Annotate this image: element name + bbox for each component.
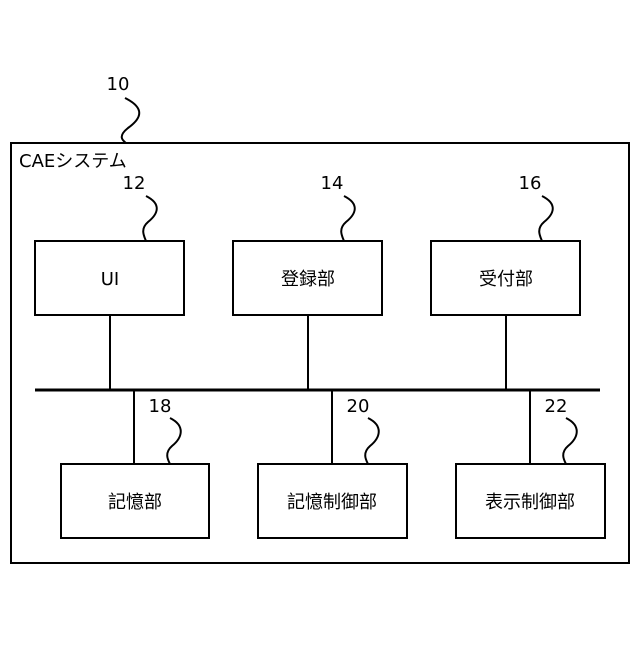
system-label: CAEシステム [19,151,127,172]
registration-label: 登録部 [281,269,335,290]
receiving-leader-line [539,196,553,241]
receiving-label: 受付部 [479,269,533,290]
storage-leader-line [167,418,181,464]
storage-control-leader-line [365,418,379,464]
display-control-ref-number: 22 [545,396,568,417]
receiving-block: 16 受付部 [431,173,580,390]
registration-block: 14 登録部 [233,173,382,390]
receiving-ref-number: 16 [519,173,542,194]
ui-ref-number: 12 [123,173,146,194]
storage-label: 記憶部 [108,492,162,513]
storage-control-block: 20 記憶制御部 [258,390,407,538]
storage-ref-number: 18 [149,396,172,417]
registration-ref-number: 14 [321,173,344,194]
ui-block: 12 UI [35,173,184,390]
storage-block: 18 記憶部 [61,390,209,538]
display-control-block: 22 表示制御部 [456,390,605,538]
display-control-leader-line [563,418,577,464]
storage-control-ref-number: 20 [347,396,370,417]
ui-leader-line [143,196,157,241]
ui-label: UI [101,269,119,290]
registration-leader-line [341,196,355,241]
display-control-label: 表示制御部 [485,492,575,513]
system-leader-line [122,98,140,143]
system-ref-number: 10 [107,74,130,95]
storage-control-label: 記憶制御部 [287,492,377,513]
